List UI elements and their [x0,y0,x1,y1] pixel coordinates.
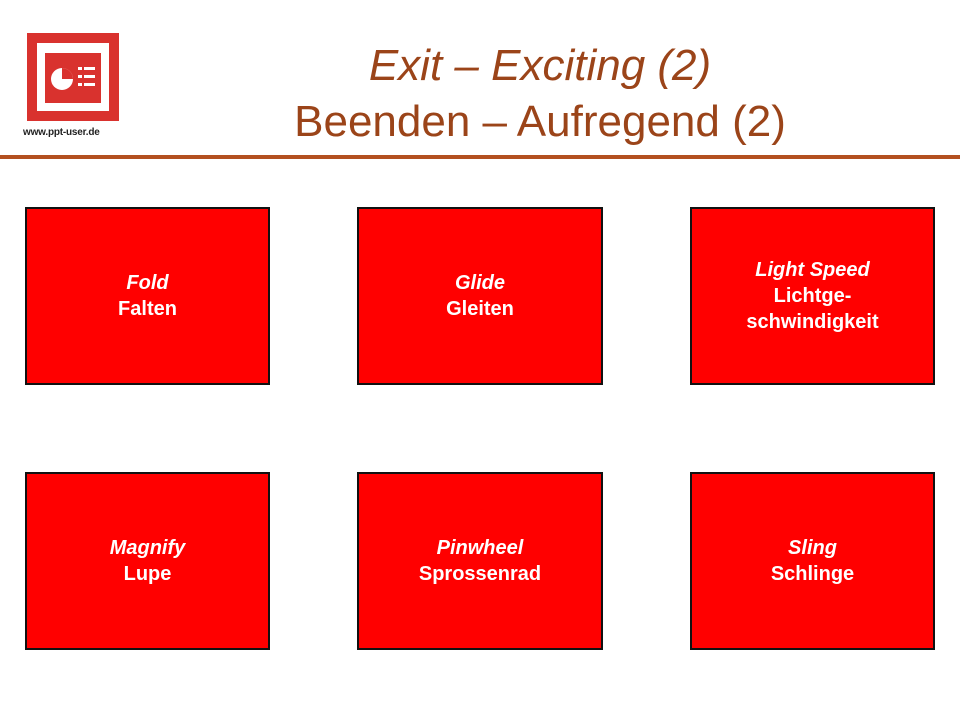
effect-box-fold[interactable]: Fold Falten [25,207,270,385]
effect-name-german: Lichtge- schwindigkeit [746,285,879,333]
effect-box-sling[interactable]: Sling Schlinge [690,472,935,650]
logo-inner [37,43,109,111]
logo-url-text: www.ppt-user.de [23,127,100,138]
effect-name-german: Falten [118,298,177,320]
powerpoint-document-icon [45,53,101,103]
effect-name-english: Sling [788,537,837,559]
effect-name-german: Gleiten [446,298,514,320]
title-divider [0,155,960,159]
effect-name-english: Fold [126,272,169,294]
slide-title: Exit – Exciting (2) Beenden – Aufregend … [150,38,930,150]
title-english: Exit – Exciting (2) [368,41,712,90]
effect-name-german: Sprossenrad [418,563,542,585]
effect-box-pinwheel[interactable]: Pinwheel Sprossenrad [357,472,603,650]
effect-name-english: Magnify [109,537,186,559]
effect-name-german: Lupe [123,563,172,585]
effect-box-magnify[interactable]: Magnify Lupe [25,472,270,650]
effect-name-english: Light Speed [755,259,870,281]
effect-name-english: Glide [454,272,505,294]
logo-frame [27,33,119,121]
site-logo: www.ppt-user.de [23,33,119,138]
slide-chart-icon [51,67,95,90]
effect-name-german: Schlinge [770,563,855,585]
effect-name-english: Pinwheel [436,537,524,559]
effect-box-glide[interactable]: Glide Gleiten [357,207,603,385]
title-german: Beenden – Aufregend (2) [294,97,786,146]
effect-box-light-speed[interactable]: Light Speed Lichtge- schwindigkeit [690,207,935,385]
